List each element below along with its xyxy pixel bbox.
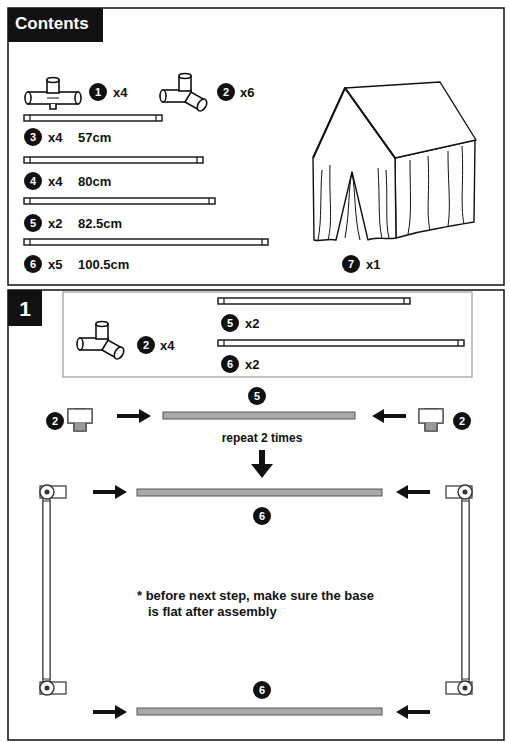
callout-number: 6 [259, 511, 265, 522]
dimension-label: 82.5cm [78, 217, 122, 230]
callout-number: 2 [143, 340, 149, 351]
note-text: * before next step, make sure the base i… [137, 588, 386, 621]
callout-number: 3 [30, 132, 36, 143]
quantity-label: x4 [48, 131, 62, 144]
callout-number: 5 [227, 318, 233, 329]
callout-number: 1 [95, 87, 101, 98]
callout-number: 6 [259, 685, 265, 696]
callout-number: 6 [227, 359, 233, 370]
instruction-text: repeat 2 times [222, 432, 303, 444]
dimension-label: 100.5cm [78, 258, 129, 271]
callout-number: 4 [30, 176, 36, 187]
callout-number: 2 [52, 416, 58, 427]
quantity-label: x5 [48, 258, 62, 271]
quantity-label: x2 [245, 358, 259, 371]
step-number: 1 [19, 298, 31, 319]
quantity-label: x4 [113, 86, 127, 99]
quantity-label: x6 [240, 86, 254, 99]
section-title: Contents [15, 15, 89, 32]
quantity-label: x4 [48, 175, 62, 188]
quantity-label: x1 [366, 258, 380, 271]
dimension-label: 80cm [78, 175, 111, 188]
callout-number: 2 [459, 416, 465, 427]
quantity-label: x2 [48, 217, 62, 230]
callout-number: 7 [348, 259, 354, 270]
callout-number: 5 [30, 218, 36, 229]
quantity-label: x4 [160, 339, 174, 352]
callout-number: 5 [254, 391, 260, 402]
quantity-label: x2 [245, 317, 259, 330]
callout-number: 2 [223, 87, 229, 98]
callout-number: 6 [30, 259, 36, 270]
dimension-label: 57cm [78, 131, 111, 144]
